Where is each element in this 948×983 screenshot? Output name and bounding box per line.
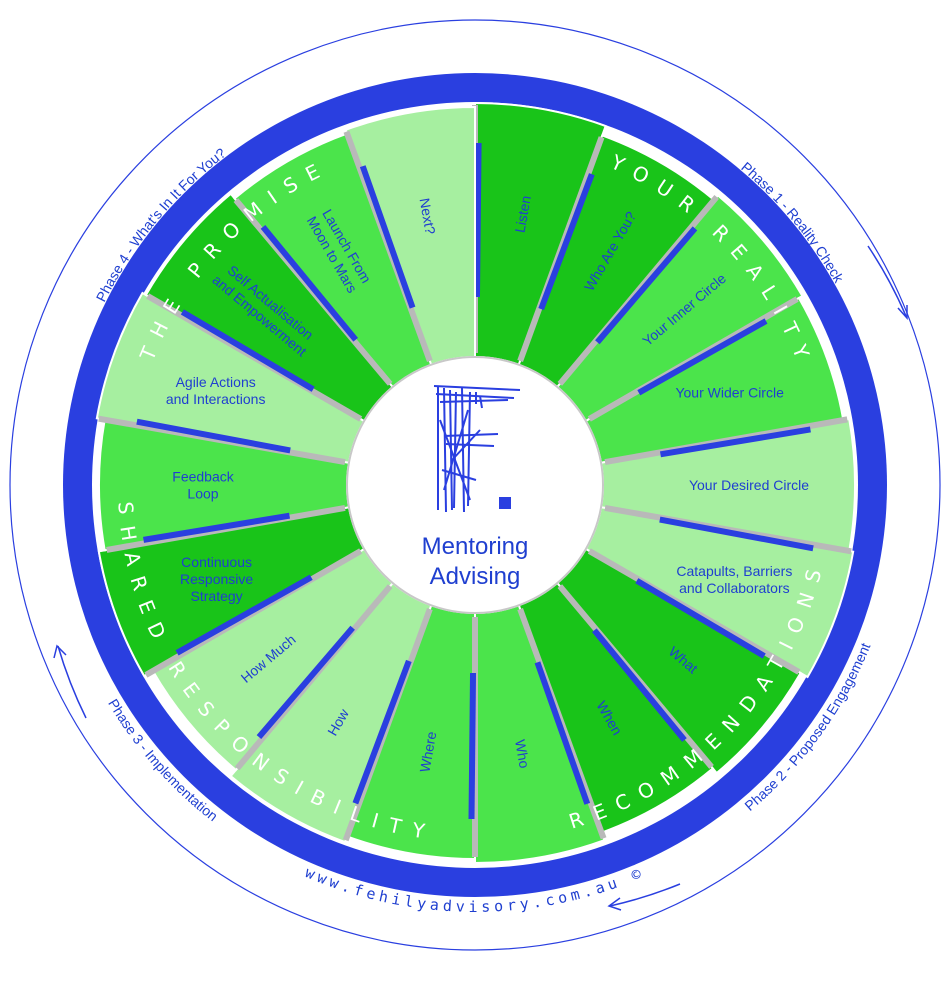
segment-label-listen: Listen [512, 194, 534, 234]
segment-divider-accent [659, 426, 811, 458]
segment-divider-accent [256, 625, 355, 740]
center-title-line2: Advising [430, 563, 521, 590]
segment-label-your-desired-circle: Your Desired Circle [689, 477, 809, 493]
segment-divider-accent [592, 628, 687, 742]
phase-2-arrow [609, 883, 681, 907]
center-badge: Mentoring Advising [346, 356, 604, 614]
segment-divider-accent [637, 318, 768, 396]
segment-divider-accent [260, 225, 358, 342]
segment-divider-accent [473, 142, 482, 298]
phase-3-arrowhead [53, 644, 67, 659]
segment-divider-accent [359, 165, 416, 309]
logo-f-icon [433, 385, 521, 513]
segment-label-your-wider-circle: Your Wider Circle [675, 384, 784, 400]
segment-divider-accent [175, 574, 313, 656]
segment-divider-accent [136, 418, 291, 454]
outer-circle [9, 19, 941, 951]
segment-divider-accent [352, 659, 412, 805]
segment-divider-accent [659, 516, 814, 552]
segment-divider-accent [468, 672, 477, 820]
phase-3-arrow [57, 645, 87, 719]
segment-divider-accent [635, 578, 766, 659]
segment-divider-accent [595, 226, 698, 345]
phase-1-arrowhead [897, 305, 908, 320]
segment-divider-accent [180, 309, 315, 392]
phase-1-arrow [867, 245, 907, 317]
segment-divider-accent [143, 512, 291, 543]
segment-label-where: Where [416, 730, 439, 774]
phase-2-arrowhead [607, 897, 622, 911]
segment-divider-accent [538, 173, 595, 311]
center-title-line1: Mentoring [422, 533, 529, 560]
segment-label-next: Next? [417, 197, 439, 236]
phase-arrows [53, 245, 908, 911]
segment-divider-accent [534, 661, 591, 805]
segment-label-who: Who [512, 738, 533, 769]
